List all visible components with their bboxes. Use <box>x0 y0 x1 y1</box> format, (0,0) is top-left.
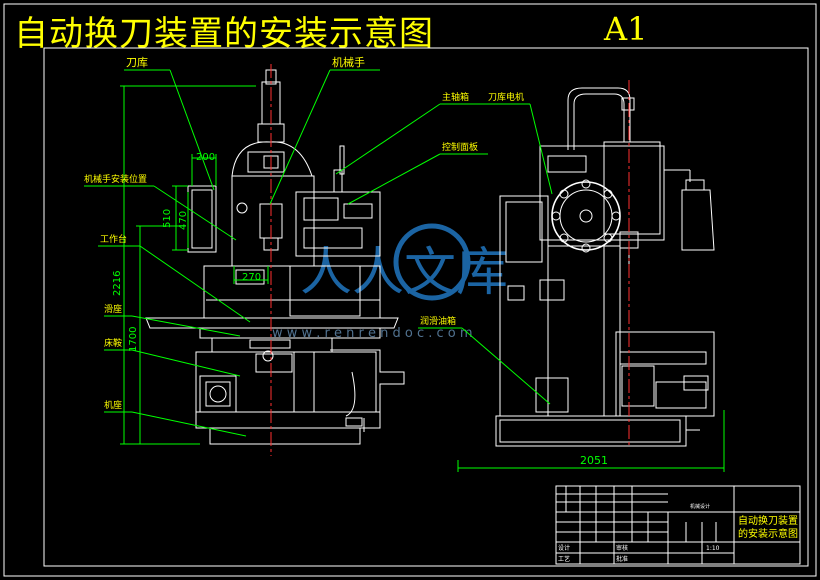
dim-510: 510 <box>162 209 173 228</box>
watermark: 人人文库 w w w . r e n r e n d o c . c o m <box>272 223 508 341</box>
dim-270: 270 <box>242 272 261 283</box>
tb-check: 审核 <box>616 544 628 552</box>
tb-drawing-name-1: 自动换刀装置 <box>738 514 798 527</box>
tb-process: 工艺 <box>558 555 570 563</box>
tb-approve: 批准 <box>616 555 628 563</box>
label-worktable: 工作台 <box>100 233 127 245</box>
label-spindle-box: 主轴箱 <box>442 91 469 103</box>
label-lift-table: 床鞍 <box>104 337 122 349</box>
label-magazine-motor: 刀库电机 <box>488 91 524 103</box>
title-block <box>555 485 801 565</box>
side-view <box>495 87 715 447</box>
label-saddle: 滑座 <box>104 303 122 315</box>
tb-project: 机械设计 <box>690 503 710 510</box>
callout-labels: 刀库 机械手 主轴箱 刀库电机 控制面板 机械手安装位置 工作台 滑座 床鞍 机… <box>84 55 524 411</box>
tb-scale: 1:10 <box>706 545 720 552</box>
dim-2051: 2051 <box>580 454 608 467</box>
dim-1700: 1700 <box>128 327 139 352</box>
watermark-url: w w w . r e n r e n d o c . c o m <box>272 326 473 341</box>
label-manipulator-mount: 机械手安装位置 <box>84 173 147 185</box>
label-manipulator: 机械手 <box>332 55 365 69</box>
tb-design: 设计 <box>558 544 570 552</box>
inner-frame <box>43 47 809 567</box>
drawing-title: 自动换刀装置的安装示意图 <box>14 14 434 54</box>
label-bed: 机座 <box>104 399 122 411</box>
dim-470: 470 <box>178 211 189 230</box>
label-tool-magazine: 刀库 <box>126 56 148 69</box>
dim-2216: 2216 <box>112 271 123 296</box>
outer-frame <box>3 3 817 577</box>
tb-drawing-name-2: 的安装示意图 <box>738 527 798 540</box>
leader-lines <box>84 69 553 437</box>
watermark-text: 人人文库 <box>300 243 508 303</box>
label-lube-oil-tank: 润滑油箱 <box>420 315 456 327</box>
dimension-lines <box>120 85 725 472</box>
label-control-panel: 控制面板 <box>442 141 478 153</box>
sheet-size-label: A1 <box>604 10 648 48</box>
dim-200: 200 <box>196 152 215 163</box>
